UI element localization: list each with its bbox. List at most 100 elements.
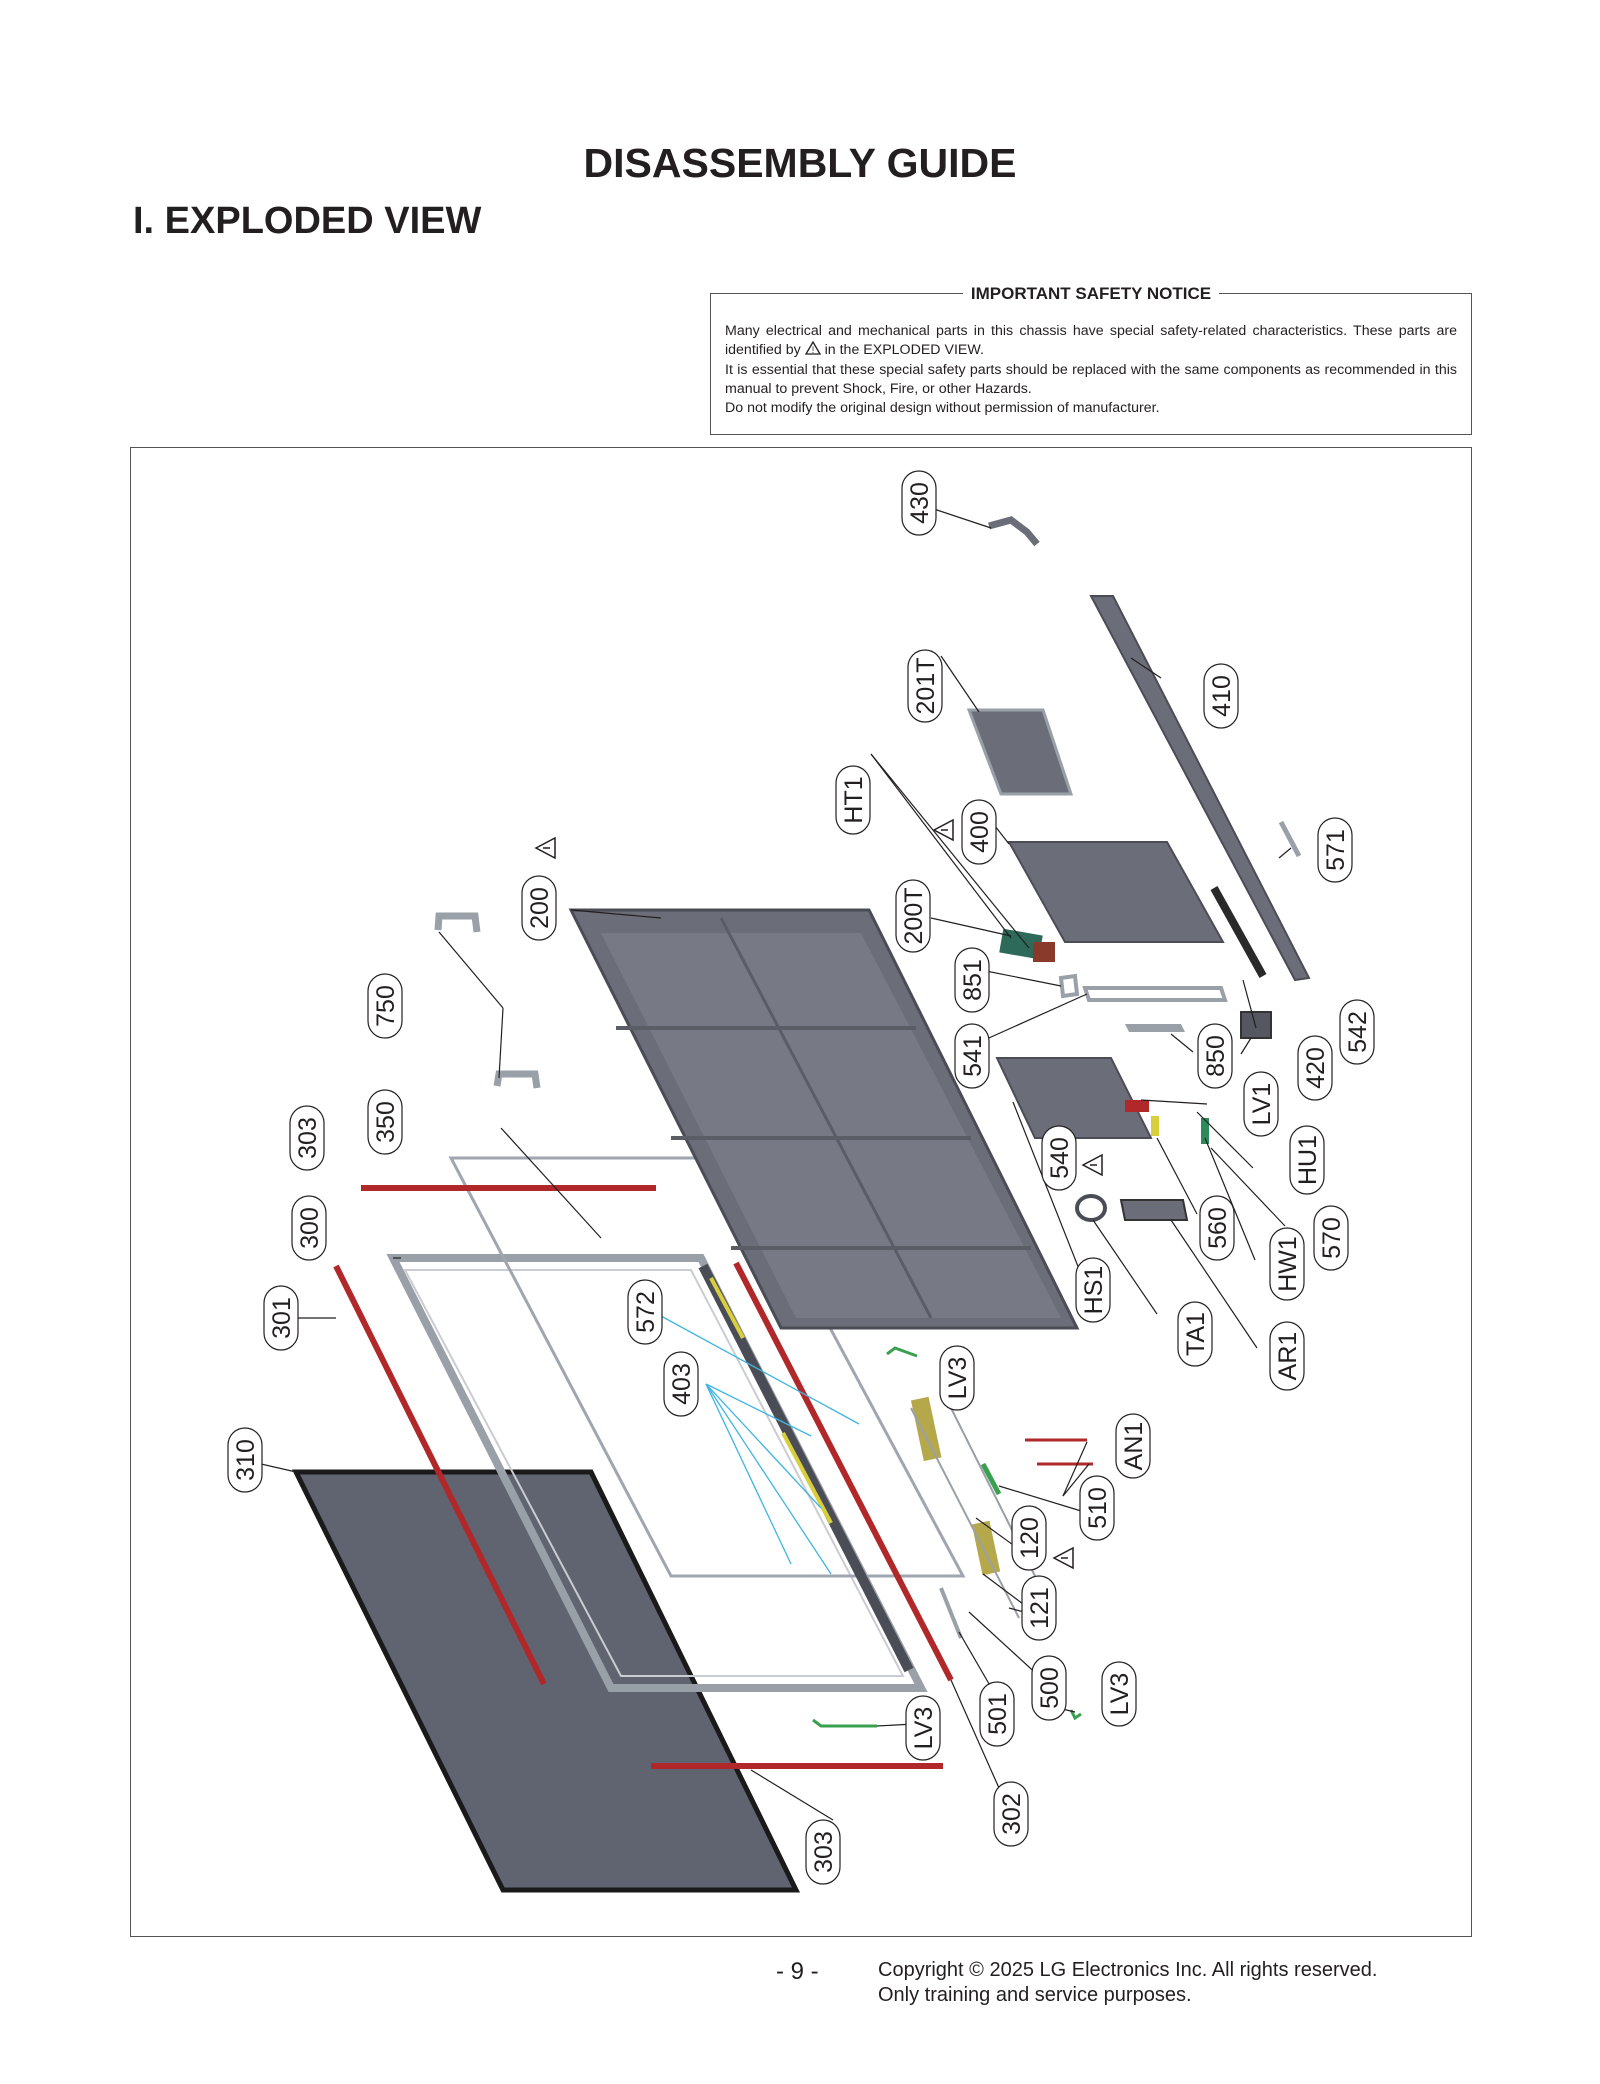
stand-handle-bottom [493,1070,541,1089]
svg-text:542: 542 [1344,1011,1372,1053]
warning-triangle-icon [534,836,556,860]
svg-text:120: 120 [1016,1517,1044,1559]
svg-text:201T: 201T [912,658,940,715]
callout-300: 300 [291,1195,327,1261]
svg-text:570: 570 [1318,1217,1346,1259]
part-AR1 [1119,1199,1189,1221]
guide-panel-frame [386,1254,928,1692]
warning-triangle-icon [1081,1153,1103,1177]
part-LV3-bottom [812,1718,877,1728]
exploded-view-frame: 430 201T 410 HT1 400 571 [130,447,1472,1937]
callout-400: 400 [961,799,997,865]
svg-text:850: 850 [1202,1035,1230,1077]
callout-500: 500 [1031,1655,1067,1721]
part-TA1 [1075,1194,1107,1222]
copyright-notice: Copyright © 2025 LG Electronics Inc. All… [878,1958,1377,2008]
svg-text:750: 750 [372,985,400,1027]
svg-text:LV3: LV3 [910,1707,938,1750]
part-542 [1210,886,1267,978]
speaker-120-lower [971,1520,1001,1576]
svg-text:301: 301 [268,1297,296,1339]
svg-text:571: 571 [1322,829,1350,871]
svg-text:HS1: HS1 [1080,1266,1108,1315]
leader-lines [234,507,1292,1821]
svg-text:430: 430 [906,482,934,524]
callout-501: 501 [979,1681,1015,1747]
svg-text:!: ! [811,345,814,355]
safety-notice-title: IMPORTANT SAFETY NOTICE [962,284,1220,303]
safety-notice-line1-post: in the EXPLODED VIEW. [824,342,984,359]
svg-text:LV3: LV3 [1106,1673,1134,1716]
part-420 [1240,1011,1272,1039]
svg-text:AN1: AN1 [1120,1422,1148,1471]
copyright-line-2: Only training and service purposes. [878,1984,1192,2006]
svg-text:TA1: TA1 [1182,1312,1210,1356]
callout-303-top: 303 [289,1105,325,1171]
svg-text:403: 403 [668,1363,696,1405]
svg-text:200T: 200T [900,888,928,945]
callout-403: 403 [663,1351,699,1417]
callout-120: 120 [1011,1505,1047,1571]
svg-text:420: 420 [1302,1047,1330,1089]
callout-851: 851 [954,947,990,1013]
tuner-201T [966,708,1074,796]
safety-notice-line2: It is essential that these special safet… [725,361,1457,397]
callout-HS1: HS1 [1075,1257,1111,1323]
callout-301: 301 [263,1285,299,1351]
callout-303-bottom: 303 [805,1819,841,1885]
svg-text:541: 541 [959,1035,987,1077]
callout-510: 510 [1079,1475,1115,1541]
part-LV3-top [886,1346,918,1358]
part-541 [1082,986,1228,1002]
svg-text:121: 121 [1026,1587,1054,1629]
warning-triangle-icon [932,818,954,842]
svg-text:LV1: LV1 [1248,1083,1276,1126]
safety-notice-line1-pre: Many electrical and mechanical parts in … [725,323,1457,359]
main-board-540 [995,1057,1153,1139]
exploded-view-diagram: 430 201T 410 HT1 400 571 [227,470,1375,1893]
callout-350: 350 [367,1089,403,1155]
callout-200T: 200T [895,879,931,953]
callout-571: 571 [1317,817,1353,883]
callout-HT1: HT1 [835,765,871,835]
callout-850: 850 [1197,1023,1233,1089]
callout-310: 310 [227,1427,263,1493]
tape-302-right [733,1261,954,1682]
part-510 [980,1462,1002,1496]
callout-542: 542 [1339,999,1375,1065]
bracket-430 [988,516,1040,547]
callout-572: 572 [627,1279,663,1345]
svg-text:400: 400 [966,811,994,853]
svg-text:303: 303 [294,1117,322,1159]
copyright-line-1: Copyright © 2025 LG Electronics Inc. All… [878,1959,1378,1981]
part-851 [1058,973,1080,999]
callout-420: 420 [1297,1035,1333,1101]
svg-text:350: 350 [372,1101,400,1143]
section-title: I. EXPLODED VIEW [133,200,482,242]
safety-notice-box: IMPORTANT SAFETY NOTICE Many electrical … [710,284,1472,435]
part-850 [1125,1024,1185,1032]
callout-430: 430 [901,470,937,536]
svg-text:LV3: LV3 [944,1357,972,1400]
callout-541: 541 [954,1023,990,1089]
svg-text:851: 851 [959,959,987,1001]
main-shield-400 [1007,841,1225,943]
svg-text:540: 540 [1046,1137,1074,1179]
svg-text:510: 510 [1084,1487,1112,1529]
callout-HW1: HW1 [1269,1227,1305,1301]
part-501 [939,1587,963,1639]
warning-triangle-icon [1052,1546,1074,1570]
callout-201T: 201T [907,649,943,723]
callout-200: 200 [521,875,557,941]
callout-AR1: AR1 [1269,1321,1305,1391]
svg-text:HU1: HU1 [1294,1135,1322,1185]
page-number: - 9 - [776,1958,819,1985]
callout-LV1: LV1 [1243,1071,1279,1137]
svg-text:500: 500 [1036,1667,1064,1709]
callout-560: 560 [1199,1195,1235,1261]
svg-text:302: 302 [998,1793,1026,1835]
callout-750: 750 [367,973,403,1039]
optical-sheet [448,1156,966,1578]
part-571 [1278,820,1302,858]
callout-570: 570 [1313,1205,1349,1271]
